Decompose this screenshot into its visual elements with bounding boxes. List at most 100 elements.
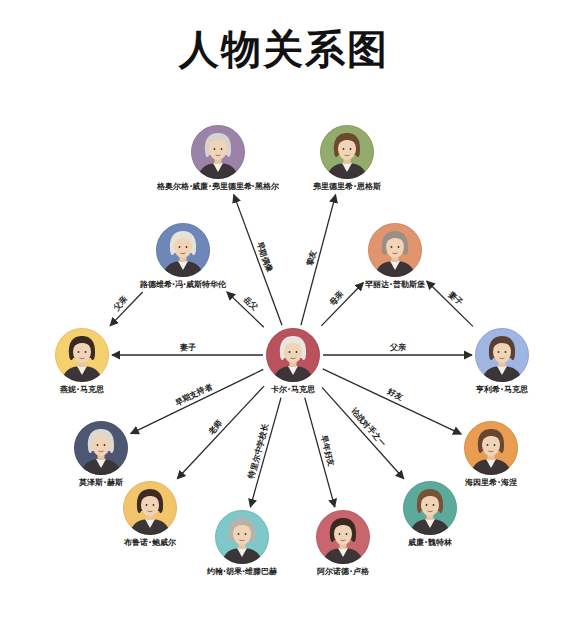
eye <box>296 351 298 353</box>
hair-top <box>208 135 228 145</box>
mouth <box>80 358 85 360</box>
hair-top <box>232 520 252 530</box>
portrait-figure <box>80 429 122 475</box>
eye <box>238 533 240 535</box>
portrait-figure <box>129 489 171 535</box>
eye <box>179 246 181 248</box>
relation-label: 父亲 <box>390 344 406 352</box>
person-name: 燕妮·马克思 <box>60 386 103 395</box>
portrait-background <box>215 510 269 564</box>
eye <box>498 351 500 353</box>
mouth <box>99 451 104 453</box>
person-name: 格奥尔格·威廉·弗里德里希·黑格尔 <box>157 183 278 192</box>
coat <box>221 548 263 564</box>
portrait <box>475 328 529 382</box>
coat <box>129 519 171 535</box>
eye <box>146 504 148 506</box>
coat <box>197 163 239 179</box>
relation-label: 特里尔中学校长 <box>248 422 271 478</box>
person-name: 海因里希·海涅 <box>465 479 516 488</box>
person-node: 路德维希·冯·威斯特华伦 <box>140 223 226 290</box>
collar <box>425 519 435 528</box>
portrait-figure <box>221 518 263 564</box>
relation-arrow <box>301 195 336 325</box>
eye <box>85 351 87 353</box>
portrait-background <box>475 328 529 382</box>
portrait <box>266 328 320 382</box>
portrait-ring <box>267 329 320 382</box>
hair-top <box>140 491 160 501</box>
portrait-illustration <box>464 421 518 475</box>
portrait-ring <box>192 126 245 179</box>
person-node: 格奥尔格·威廉·弗里德里希·黑格尔 <box>157 125 278 192</box>
collar <box>338 548 348 557</box>
relation-label: 早年好友 <box>318 434 334 467</box>
eye <box>186 246 188 248</box>
relation-arrow <box>427 281 473 326</box>
portrait <box>191 125 245 179</box>
person-name: 布鲁诺·鲍威尔 <box>124 539 175 548</box>
person-node: 威廉·魏特林 <box>403 481 457 548</box>
portrait-illustration <box>156 223 210 277</box>
mouth <box>428 511 433 513</box>
eye <box>346 533 348 535</box>
portrait <box>74 421 128 475</box>
mouth <box>489 451 494 453</box>
hair-top <box>173 233 193 243</box>
portrait <box>316 510 370 564</box>
portrait <box>156 223 210 277</box>
eye <box>505 351 507 353</box>
coat <box>409 519 451 535</box>
relation-arrow <box>227 292 264 327</box>
portrait-ring <box>317 511 370 564</box>
portrait-illustration <box>55 328 109 382</box>
person-name: 阿尔诺德·卢格 <box>317 568 368 577</box>
collar <box>213 163 223 172</box>
person-node: 罕丽达·普勒斯堡 <box>365 223 424 290</box>
coat <box>374 261 416 277</box>
mouth <box>291 358 296 360</box>
portrait-illustration <box>316 510 370 564</box>
portrait <box>123 481 177 535</box>
coat <box>481 366 523 382</box>
portrait-illustration <box>368 223 422 277</box>
eye <box>97 444 99 446</box>
portrait-ring <box>320 126 373 179</box>
portrait-ring <box>404 482 457 535</box>
eye <box>104 444 106 446</box>
coat <box>61 366 103 382</box>
person-node: 燕妮·马克思 <box>55 328 109 395</box>
person-node: 阿尔诺德·卢格 <box>316 510 370 577</box>
portrait-background <box>123 481 177 535</box>
collar <box>342 163 352 172</box>
portrait-figure <box>197 133 239 179</box>
collar <box>497 366 507 375</box>
portrait-ring <box>215 511 268 564</box>
mouth <box>180 253 185 255</box>
relation-label: 父亲 <box>113 295 130 312</box>
person-name: 罕丽达·普勒斯堡 <box>365 281 424 290</box>
portrait <box>320 125 374 179</box>
portrait <box>464 421 518 475</box>
relation-label: 妻子 <box>180 344 196 352</box>
portrait <box>55 328 109 382</box>
coat <box>162 261 204 277</box>
hair-top <box>481 431 501 441</box>
collar <box>96 459 106 468</box>
portrait-illustration <box>215 510 269 564</box>
portrait-figure <box>326 133 368 179</box>
collar <box>145 519 155 528</box>
person-name: 弗里德里希·恩格斯 <box>313 183 380 192</box>
person-node: 弗里德里希·恩格斯 <box>313 125 380 192</box>
hair-top <box>91 431 111 441</box>
coat <box>80 459 122 475</box>
relation-arrow <box>321 283 363 326</box>
person-node: 莫泽斯·赫斯 <box>74 421 128 488</box>
portrait-background <box>403 481 457 535</box>
portrait-figure <box>409 489 451 535</box>
relation-label: 早期支持者 <box>174 383 213 408</box>
relation-label: 老师 <box>207 419 224 436</box>
relation-arrow <box>323 369 462 434</box>
mouth <box>392 253 397 255</box>
